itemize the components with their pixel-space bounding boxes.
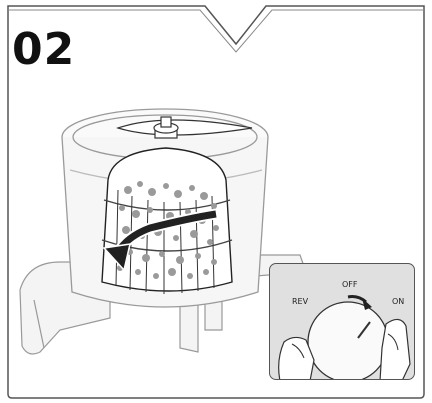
left-hand	[278, 336, 315, 379]
dial-drawing	[278, 295, 411, 379]
blade	[116, 116, 253, 139]
dial-pointer	[357, 321, 371, 339]
step-number: 02	[12, 24, 76, 75]
grated-food	[117, 181, 219, 279]
dial-knob	[307, 301, 389, 379]
dial-inset: REV OFF ON	[269, 263, 415, 380]
rotation-arrow-icon	[102, 208, 217, 272]
label-rev: REV	[292, 297, 309, 306]
frame-outline	[7, 5, 425, 399]
right-hand	[379, 318, 411, 379]
label-on: ON	[392, 297, 405, 306]
label-off: OFF	[342, 280, 358, 289]
